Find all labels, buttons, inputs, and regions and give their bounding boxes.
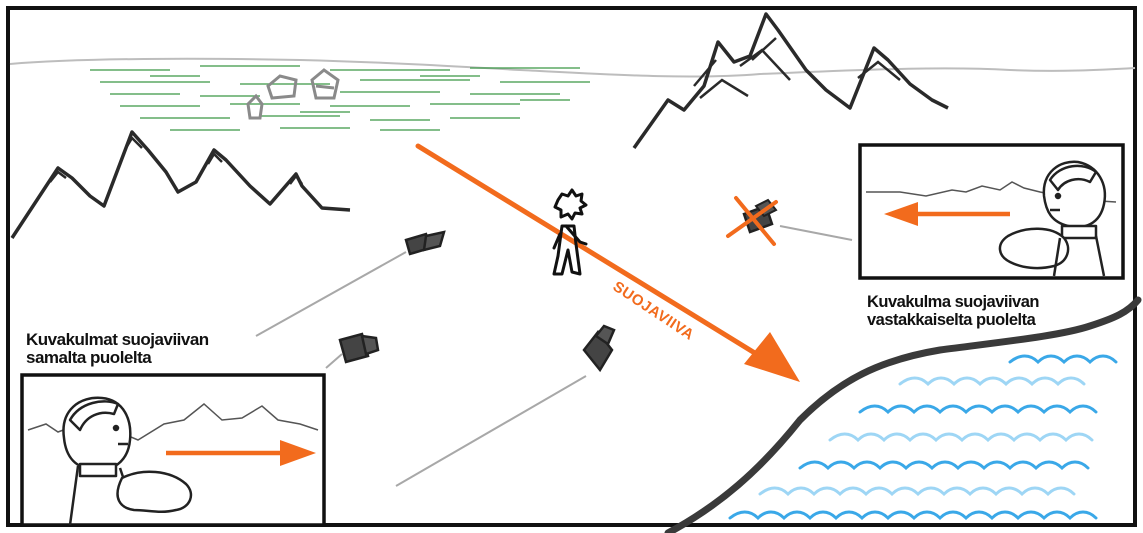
inset-panel-same-side [22, 375, 324, 525]
same-side-caption: Kuvakulmat suojaviivan samalta puolelta [26, 331, 209, 367]
opposite-side-caption-line2: vastakkaiselta puolelta [867, 311, 1039, 329]
same-side-caption-line1: Kuvakulmat suojaviivan [26, 331, 209, 349]
opposite-side-caption-line1: Kuvakulma suojaviivan [867, 293, 1039, 311]
inset-panel-opposite-side [860, 145, 1123, 278]
opposite-side-caption: Kuvakulma suojaviivan vastakkaiselta puo… [867, 293, 1039, 329]
same-side-caption-line2: samalta puolelta [26, 349, 209, 367]
